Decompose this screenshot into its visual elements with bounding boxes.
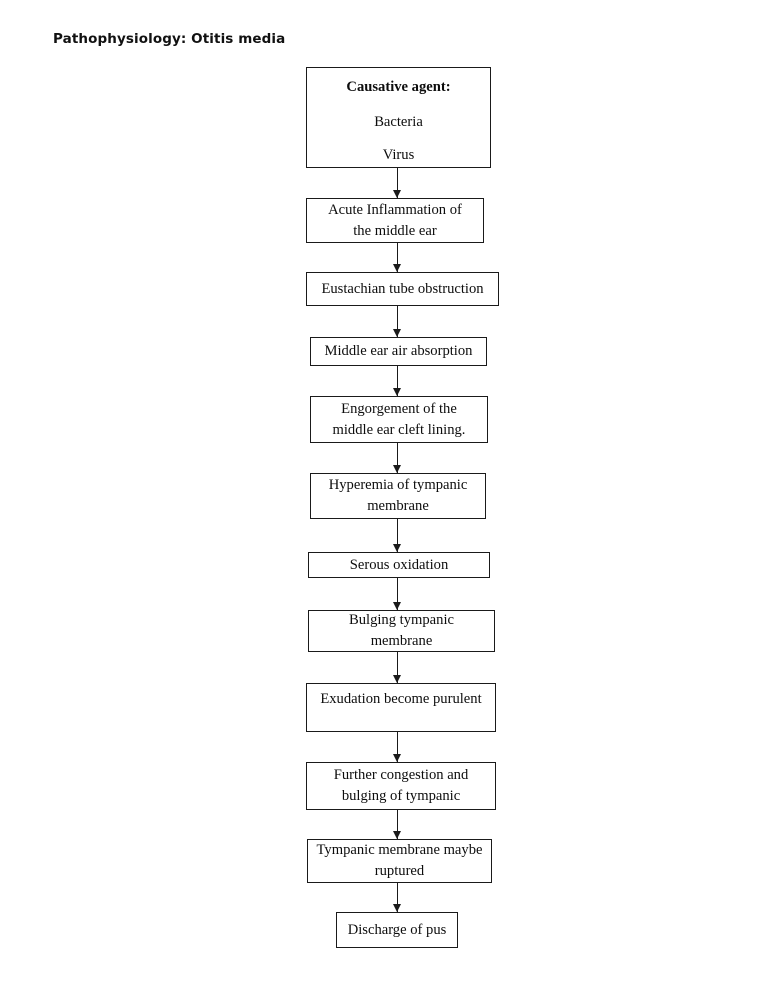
flow-edge-line-2 bbox=[397, 243, 399, 272]
flow-node-label: Middle ear air absorption bbox=[324, 343, 473, 360]
flow-edge-line-11 bbox=[397, 883, 399, 912]
flow-node-heading: Causative agent: bbox=[346, 79, 451, 95]
flow-node-serous-oxidation[interactable]: Serous oxidation bbox=[308, 552, 490, 578]
flow-edge-arrowhead-2 bbox=[393, 264, 401, 272]
flow-node-exudation-purulent[interactable]: Exudation become purulent bbox=[306, 683, 496, 732]
flow-edge-line-4 bbox=[397, 366, 399, 396]
flow-node-eustachian-tube-obstruction[interactable]: Eustachian tube obstruction bbox=[306, 272, 499, 306]
flow-node-option-virus: Virus bbox=[382, 147, 415, 164]
flow-node-acute-inflammation[interactable]: Acute Inflammation of the middle ear bbox=[306, 198, 484, 243]
flow-edge-line-5 bbox=[397, 443, 399, 473]
flow-node-label: Hyperemia of tympanic membrane bbox=[328, 477, 468, 514]
flow-edge-arrowhead-5 bbox=[393, 465, 401, 473]
flow-node-engorgement[interactable]: Engorgement of the middle ear cleft lini… bbox=[310, 396, 488, 443]
flow-edge-arrowhead-3 bbox=[393, 329, 401, 337]
flow-node-middle-ear-air-absorption[interactable]: Middle ear air absorption bbox=[310, 337, 487, 366]
flow-edge-arrowhead-8 bbox=[393, 675, 401, 683]
flow-node-option-bacteria: Bacteria bbox=[374, 113, 423, 130]
flow-edge-arrowhead-9 bbox=[393, 754, 401, 762]
flow-node-tympanic-membrane-ruptured[interactable]: Tympanic membrane maybe ruptured bbox=[307, 839, 492, 883]
flow-node-causative-agent[interactable]: Causative agent: Bacteria Virus bbox=[306, 67, 491, 168]
flow-node-label: Acute Inflammation of the middle ear bbox=[328, 201, 462, 239]
flow-edge-line-3 bbox=[397, 306, 399, 337]
flow-edge-arrowhead-1 bbox=[393, 190, 401, 198]
flow-edge-arrowhead-6 bbox=[393, 544, 401, 552]
flow-node-label: Eustachian tube obstruction bbox=[321, 280, 484, 297]
flow-node-label: Engorgement of the middle ear cleft lini… bbox=[332, 400, 466, 438]
flow-edge-line-1 bbox=[397, 168, 399, 198]
flow-node-label: Bulging tympanic membrane bbox=[349, 612, 454, 649]
flow-node-label: Tympanic membrane maybe ruptured bbox=[316, 842, 483, 879]
flow-node-hyperemia[interactable]: Hyperemia of tympanic membrane bbox=[310, 473, 486, 519]
flow-node-discharge-of-pus[interactable]: Discharge of pus bbox=[336, 912, 458, 948]
flow-edge-arrowhead-11 bbox=[393, 904, 401, 912]
flow-edge-line-9 bbox=[397, 732, 399, 762]
flow-edge-line-6 bbox=[397, 519, 399, 552]
flow-node-label: Discharge of pus bbox=[347, 921, 447, 938]
flow-node-label: Serous oxidation bbox=[349, 556, 449, 573]
flow-node-bulging-tympanic-membrane[interactable]: Bulging tympanic membrane bbox=[308, 610, 495, 652]
flow-edge-line-7 bbox=[397, 578, 399, 610]
flow-edge-line-8 bbox=[397, 652, 399, 683]
flow-edge-arrowhead-7 bbox=[393, 602, 401, 610]
page-title: Pathophysiology: Otitis media bbox=[53, 31, 286, 47]
flow-edge-arrowhead-10 bbox=[393, 831, 401, 839]
flow-edge-line-10 bbox=[397, 810, 399, 839]
flow-node-further-congestion[interactable]: Further congestion and bulging of tympan… bbox=[306, 762, 496, 810]
flow-node-label: Exudation become purulent bbox=[320, 691, 482, 707]
flow-node-label: Further congestion and bulging of tympan… bbox=[333, 767, 469, 804]
flow-edge-arrowhead-4 bbox=[393, 388, 401, 396]
